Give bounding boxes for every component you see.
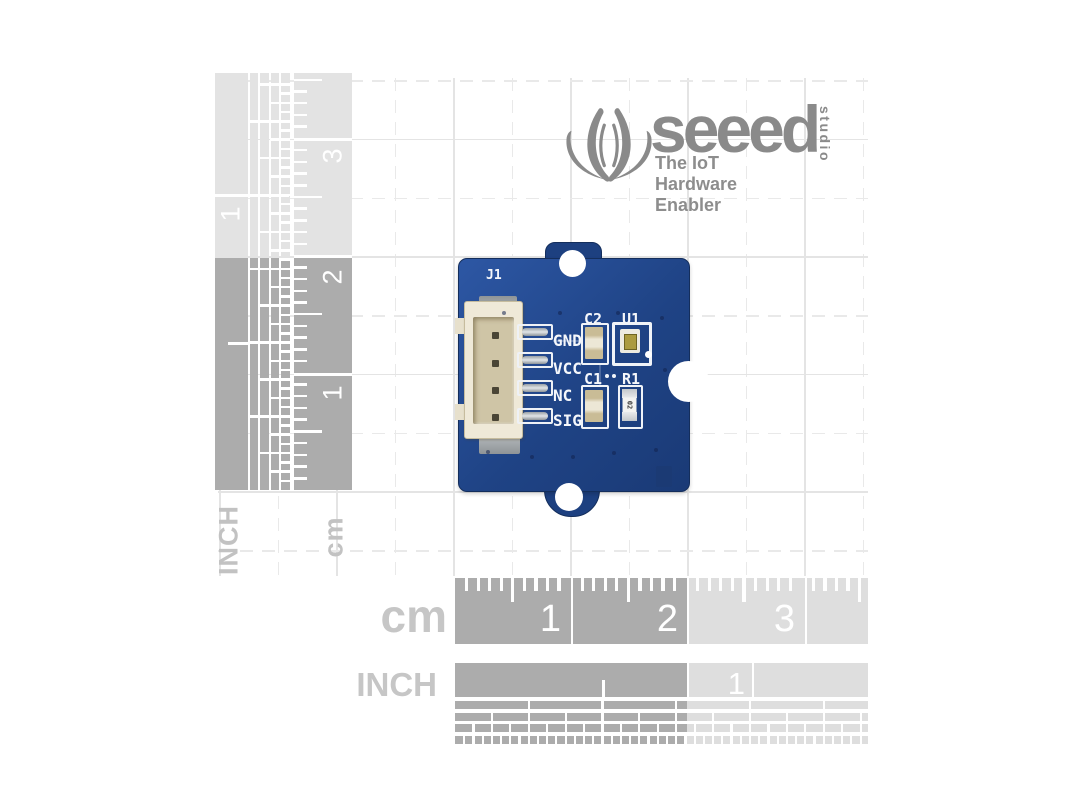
brand-tagline: The IoT Hardware Enabler	[655, 153, 738, 215]
resistor-r1-pad-bottom	[622, 412, 637, 421]
mounting-hole-bottom	[555, 483, 583, 511]
silk-dot-2	[612, 374, 616, 378]
bottom-inch-ruler-label: INCH	[356, 666, 437, 703]
brand-wordmark-suffix: studio	[817, 106, 833, 163]
inch-bar-dark	[455, 663, 687, 697]
connector-pin-3	[492, 387, 499, 394]
lead-gnd	[522, 328, 548, 336]
bottom-inch-number-1: 1	[727, 666, 745, 701]
pad-sig	[517, 408, 553, 424]
lead-sig	[522, 412, 548, 420]
left-inch-number-1: 1	[215, 206, 246, 222]
sensor-u1-body	[620, 329, 640, 353]
brand-wordmark: seeed	[650, 92, 821, 166]
lead-vcc	[522, 356, 548, 364]
inch-bar-light-2	[754, 663, 868, 697]
resistor-r1: 02	[618, 385, 643, 429]
pin-label-gnd: GND	[553, 331, 582, 350]
left-inch-ruler-label: INCH	[213, 505, 244, 575]
capacitor-c2	[581, 323, 609, 365]
capacitor-c1	[581, 385, 609, 429]
pad-gnd	[517, 324, 553, 340]
bottom-cm-number-2: 2	[656, 598, 678, 640]
edge-notch-right	[668, 361, 709, 402]
inch-half-tick	[601, 680, 605, 697]
fiducial-dot	[645, 351, 652, 358]
silk-dot-1	[605, 374, 609, 378]
bottom-cm-ruler-label: cm	[380, 590, 447, 642]
inch-bar-light-1	[689, 663, 752, 697]
capacitor-c1-body	[585, 390, 603, 422]
left-cm-number-1: 1	[317, 385, 348, 401]
connector-pin-2	[492, 360, 499, 367]
sensor-u1-die	[624, 334, 637, 350]
capacitor-c2-body	[585, 327, 603, 359]
pin-label-sig: SIG	[553, 411, 582, 430]
left-cm-number-3: 3	[317, 148, 348, 164]
connector-foot-bottom	[455, 404, 466, 420]
cm-block-4	[806, 578, 868, 644]
pin-label-nc: NC	[553, 386, 573, 405]
sensor-u1	[612, 322, 652, 366]
connector-foot-top	[455, 318, 466, 334]
resistor-r1-marking: 02	[622, 397, 637, 413]
pad-vcc	[517, 352, 553, 368]
left-inch-ruler-bar	[215, 73, 248, 490]
seeed-leaf-icon	[566, 108, 652, 182]
left-cm-ruler-label: cm	[318, 516, 349, 558]
connector-ref-label: J1	[486, 268, 502, 283]
lead-nc	[522, 384, 548, 392]
bottom-cm-number-1: 1	[539, 598, 561, 640]
pin-label-vcc: VCC	[553, 359, 582, 378]
connector-pin-1	[492, 332, 499, 339]
connector-pin-4	[492, 414, 499, 421]
bottom-cm-number-3: 3	[773, 598, 795, 640]
mounting-hole-top	[559, 250, 586, 277]
pad-nc	[517, 380, 553, 396]
left-cm-number-2: 2	[317, 269, 348, 285]
